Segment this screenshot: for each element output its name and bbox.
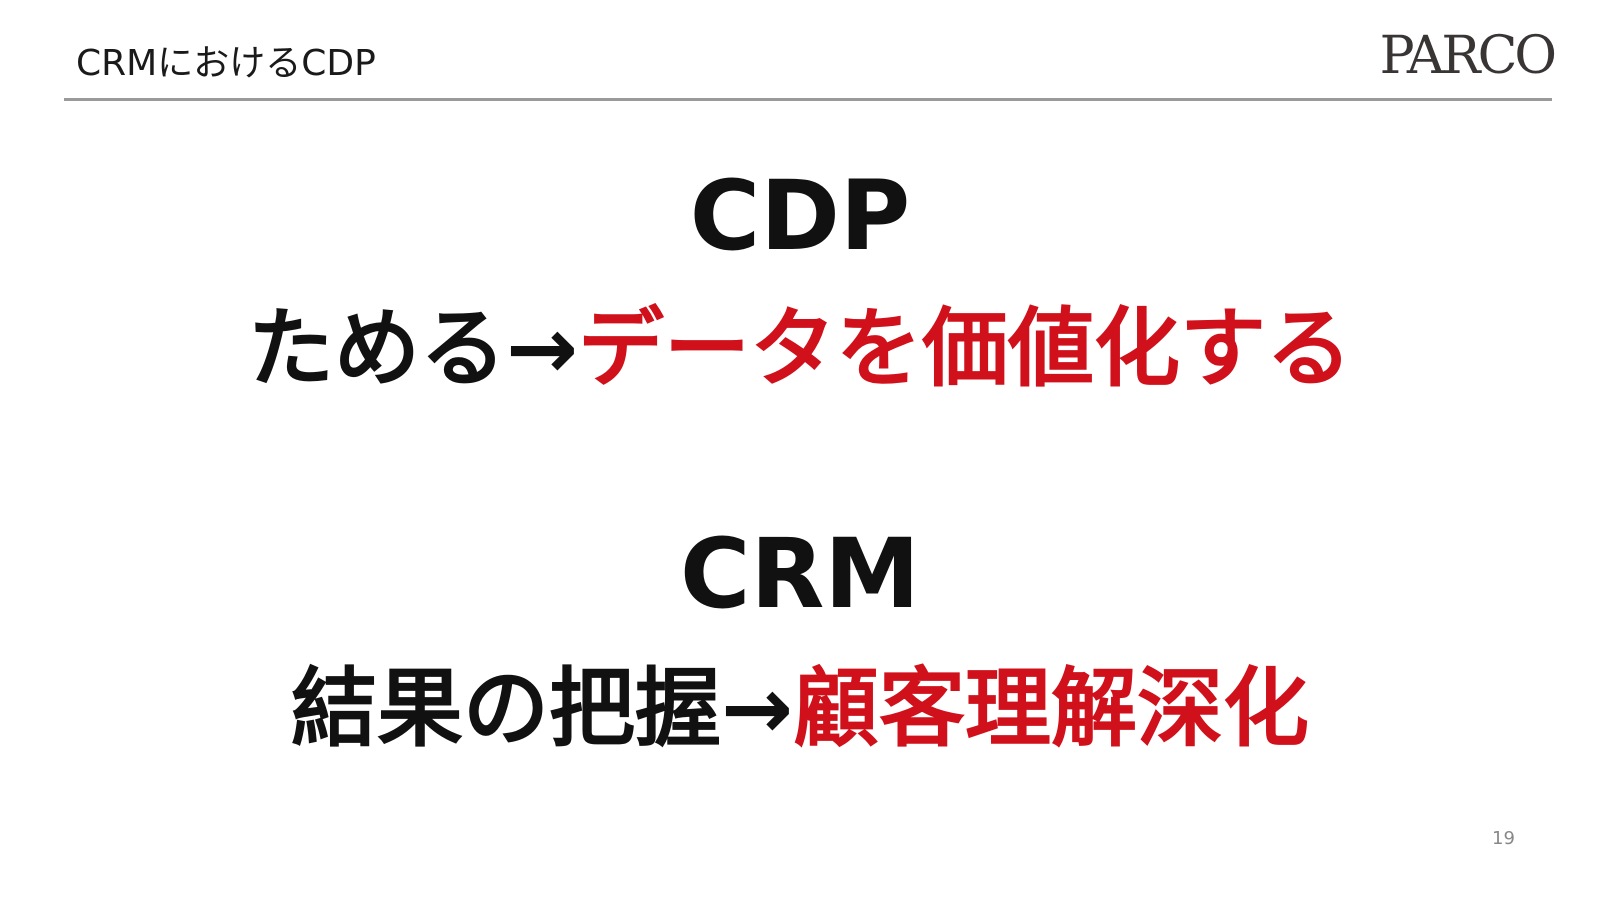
crm-statement: 結果の把握→顧客理解深化 (0, 638, 1600, 763)
crm-heading: CRM (680, 518, 920, 630)
page-number: 19 (1492, 828, 1515, 849)
cdp-heading: CDP (689, 160, 911, 272)
cdp-statement: ためる→データを価値化する (0, 278, 1600, 403)
crm-statement-prefix: 結果の把握→ (290, 659, 794, 759)
cdp-statement-highlight: データを価値化する (578, 299, 1353, 399)
header-divider (64, 98, 1552, 101)
crm-statement-highlight: 顧客理解深化 (793, 659, 1310, 759)
parco-logo: PARCO (1379, 26, 1557, 86)
cdp-statement-prefix: ためる→ (247, 299, 579, 399)
slide-title: CRMにおけるCDP (76, 43, 376, 84)
